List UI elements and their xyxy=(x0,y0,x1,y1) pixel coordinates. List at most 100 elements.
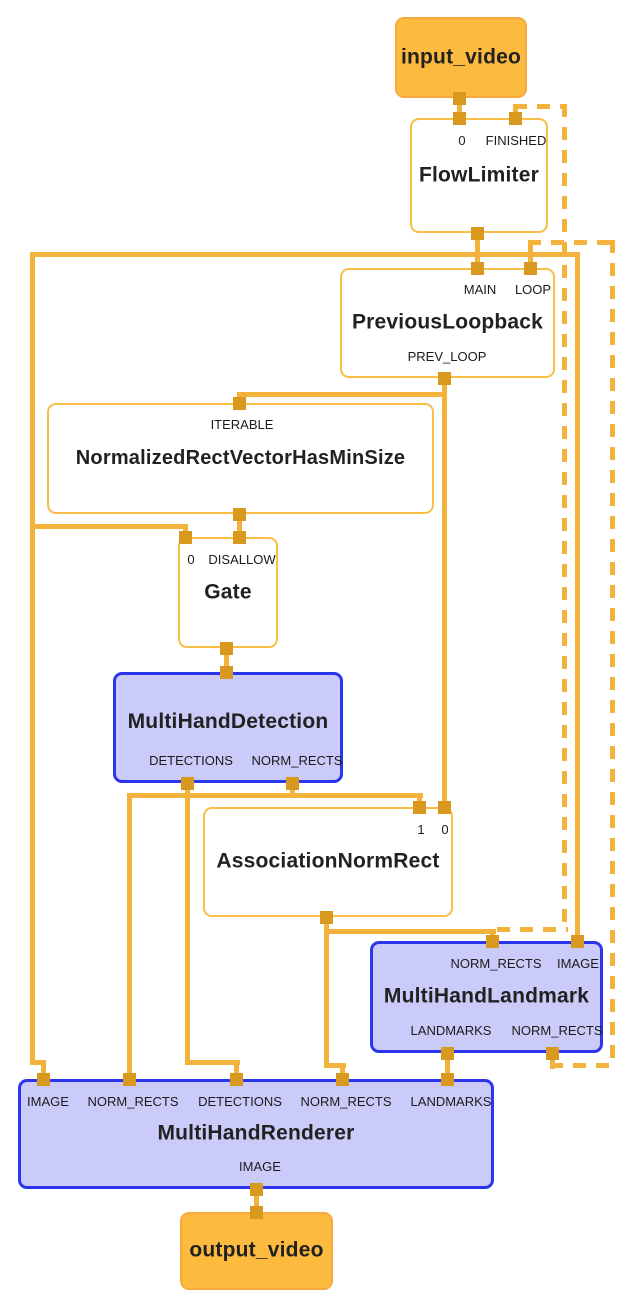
port-landmark-in-image xyxy=(571,935,584,948)
edge-palmrects-stub-down xyxy=(290,783,295,798)
input-port-label: 0 xyxy=(441,822,449,837)
port-previousloopback-out-prevloop xyxy=(438,372,451,385)
port-renderer-in-landmarks xyxy=(441,1073,454,1086)
input-port-label: ITERABLE xyxy=(210,417,274,432)
node-label: MultiHandRenderer xyxy=(157,1121,355,1145)
node-multi-hand-renderer[interactable]: IMAGE NORM_RECTS DETECTIONS NORM_RECTS L… xyxy=(18,1079,494,1189)
backedge-finished-horizontal-bottom xyxy=(497,927,568,932)
node-association-norm-rect[interactable]: 1 0 AssociationNormRect xyxy=(203,807,453,917)
output-port-label: NORM_RECTS xyxy=(251,753,343,768)
edge-minsize-to-disallow xyxy=(237,514,242,539)
edge-throttled-jog-to-renderer-image xyxy=(30,1060,46,1065)
port-flowlimiter-in-0 xyxy=(453,112,466,125)
output-port-label: IMAGE xyxy=(239,1159,281,1174)
node-label: Gate xyxy=(204,580,252,604)
node-label: FlowLimiter xyxy=(418,163,540,187)
input-port-label: IMAGE xyxy=(27,1094,69,1109)
port-gate-in-0 xyxy=(179,531,192,544)
port-previousloopback-in-loop xyxy=(524,262,537,275)
port-minsize-out xyxy=(233,508,246,521)
output-port-label: LANDMARKS xyxy=(410,1023,492,1038)
edge-inputvideo-to-flowlimiter xyxy=(457,98,462,120)
node-gate[interactable]: 0 DISALLOW Gate xyxy=(178,537,278,648)
edge-palmrects-horizontal xyxy=(127,793,423,798)
port-renderer-out-image xyxy=(250,1183,263,1196)
port-minsize-in-iterable xyxy=(233,397,246,410)
port-detection-out-detections xyxy=(181,777,194,790)
node-flow-limiter[interactable]: 0 FINISHED FlowLimiter xyxy=(410,118,548,233)
port-renderer-in-detections xyxy=(230,1073,243,1086)
edge-flowlimiter-to-main xyxy=(475,233,480,270)
port-association-in-0 xyxy=(438,801,451,814)
input-port-label: IMAGE xyxy=(557,956,599,971)
backedge-loop-vertical xyxy=(610,240,615,1068)
node-output-video[interactable]: output_video xyxy=(180,1212,333,1290)
port-association-out xyxy=(320,911,333,924)
edge-landmarks-to-renderer xyxy=(445,1053,450,1081)
port-landmark-out-normrects xyxy=(546,1047,559,1060)
input-port-label: LANDMARKS xyxy=(410,1094,492,1109)
input-port-label: DETECTIONS xyxy=(198,1094,282,1109)
port-gate-in-disallow xyxy=(233,531,246,544)
edge-throttled-left-vertical xyxy=(30,252,35,1065)
input-port-label: 1 xyxy=(417,822,425,837)
backedge-finished-vertical xyxy=(562,104,567,932)
edge-detections-stub xyxy=(234,1060,239,1081)
node-label: input_video xyxy=(400,45,522,69)
edge-throttled-bus-horizontal xyxy=(30,252,580,257)
port-association-in-1 xyxy=(413,801,426,814)
port-outputvideo-in xyxy=(250,1206,263,1219)
input-port-label: DISALLOW xyxy=(208,552,276,567)
output-port-label: DETECTIONS xyxy=(149,753,233,768)
edge-detections-vertical xyxy=(185,783,190,1065)
node-normalized-rect-vector-has-min-size[interactable]: ITERABLE NormalizedRectVectorHasMinSize xyxy=(47,403,434,514)
input-port-label: 0 xyxy=(187,552,195,567)
node-label: AssociationNormRect xyxy=(216,849,440,873)
edge-renderer-to-outputvideo xyxy=(254,1189,259,1214)
node-label: output_video xyxy=(189,1238,324,1262)
output-port-label: PREV_LOOP xyxy=(407,349,487,364)
node-multi-hand-landmark[interactable]: NORM_RECTS IMAGE MultiHandLandmark LANDM… xyxy=(370,941,603,1053)
edge-prevloop-to-iterable-horizontal xyxy=(237,392,447,397)
backedge-loop-stub-bottom xyxy=(550,1053,555,1069)
node-label: PreviousLoopback xyxy=(351,310,544,334)
input-port-label: 0 xyxy=(458,133,466,148)
backedge-finished-horizontal-top xyxy=(514,104,567,109)
backedge-loop-horizontal-top xyxy=(528,240,615,245)
port-detection-out-normrects xyxy=(286,777,299,790)
port-renderer-in-normrects-1 xyxy=(336,1073,349,1086)
port-landmark-out-landmarks xyxy=(441,1047,454,1060)
edge-throttled-to-gate-horizontal xyxy=(30,524,188,529)
edge-handrects-jog xyxy=(324,1063,346,1068)
port-renderer-in-image xyxy=(37,1073,50,1086)
input-port-label: FINISHED xyxy=(485,133,547,148)
input-port-label: NORM_RECTS xyxy=(300,1094,392,1109)
node-input-video[interactable]: input_video xyxy=(395,17,527,98)
backedge-loop-horizontal-bottom xyxy=(550,1063,616,1068)
port-renderer-in-normrects-0 xyxy=(123,1073,136,1086)
port-landmark-in-normrects xyxy=(486,935,499,948)
input-port-label: NORM_RECTS xyxy=(87,1094,179,1109)
node-previous-loopback[interactable]: MAIN LOOP PreviousLoopback PREV_LOOP xyxy=(340,268,555,378)
backedge-loop-stub-top xyxy=(528,240,533,270)
input-port-label: NORM_RECTS xyxy=(450,956,542,971)
node-label: MultiHandLandmark xyxy=(383,984,590,1008)
edge-prevloop-vertical xyxy=(442,378,447,809)
port-previousloopback-in-main xyxy=(471,262,484,275)
port-detection-in xyxy=(220,666,233,679)
edge-handrects-stub-renderer xyxy=(340,1063,345,1081)
node-label: MultiHandDetection xyxy=(127,709,329,733)
edge-palmrects-to-renderer xyxy=(127,793,132,1081)
port-flowlimiter-in-finished xyxy=(509,112,522,125)
edge-throttled-to-landmark-image xyxy=(575,252,580,943)
edge-gate-to-detection xyxy=(224,648,229,674)
node-label: NormalizedRectVectorHasMinSize xyxy=(75,446,406,469)
edge-handrects-vertical xyxy=(324,917,329,1068)
node-multi-hand-detection[interactable]: MultiHandDetection DETECTIONS NORM_RECTS xyxy=(113,672,343,783)
edge-throttled-stub-renderer-image xyxy=(41,1060,46,1081)
port-gate-out xyxy=(220,642,233,655)
input-port-label: LOOP xyxy=(514,282,552,297)
edge-detections-jog xyxy=(185,1060,240,1065)
port-flowlimiter-out xyxy=(471,227,484,240)
